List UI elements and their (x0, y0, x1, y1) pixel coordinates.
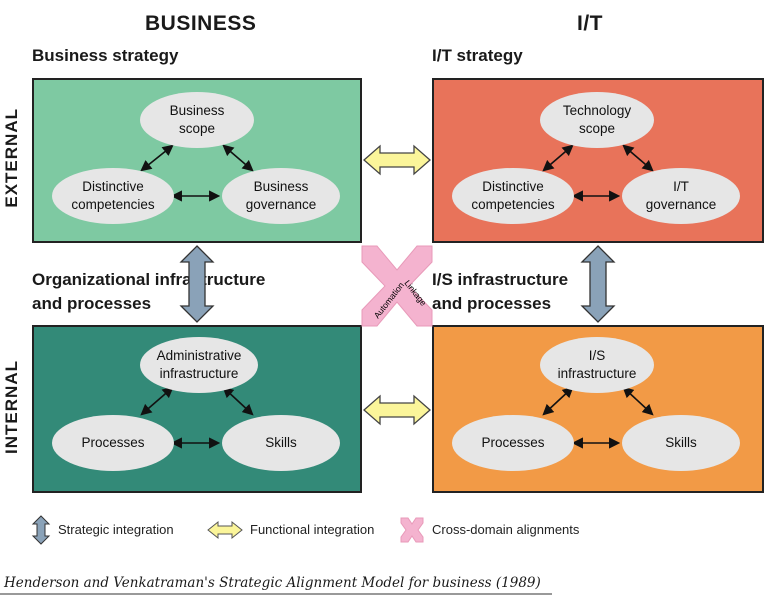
functional-arrow-external (363, 144, 431, 176)
is-arrow-scope-left (542, 386, 574, 416)
figure-caption: Henderson and Venkatraman's Strategic Al… (4, 575, 541, 591)
it-arrow-scope-left (542, 144, 574, 172)
legend-strategic-icon (31, 515, 51, 545)
org-processes-node: Processes (52, 415, 174, 471)
it-strategy-title: I/T strategy (432, 46, 523, 65)
is-arrow-scope-right (622, 386, 654, 416)
bs-arrow-scope-right (222, 144, 254, 172)
org-arrow-scope-right (222, 386, 254, 416)
legend-functional-icon (207, 520, 243, 540)
org-skills-node: Skills (222, 415, 340, 471)
is-skills-node: Skills (622, 415, 740, 471)
legend-strategic-label: Strategic integration (58, 522, 174, 537)
functional-arrow-internal (363, 394, 431, 426)
org-arrow-scope-left (140, 386, 174, 416)
it-distinctive-competencies-node: Distinctive competencies (452, 168, 574, 224)
business-column-header: BUSINESS (145, 12, 257, 35)
org-infrastructure-title: Organizational infrastructure and proces… (32, 270, 266, 313)
legend-cross-icon (400, 517, 424, 543)
it-column-header: I/T (577, 12, 603, 35)
administrative-infrastructure-node: Administrative infrastructure (140, 337, 258, 393)
business-strategy-title: Business strategy (32, 46, 179, 65)
is-infrastructure-node: I/S infrastructure (540, 337, 654, 393)
legend-functional-label: Functional integration (250, 522, 375, 537)
it-arrow-scope-right (622, 144, 654, 172)
business-scope-node: Business scope (140, 92, 254, 148)
bs-arrow-scope-left (140, 144, 174, 172)
strategic-arrow-it (580, 245, 616, 323)
it-governance-node: I/T governance (622, 168, 740, 224)
strategic-arrow-business (179, 245, 215, 323)
legend-cross-label: Cross-domain alignments (432, 522, 580, 537)
technology-scope-node: Technology scope (540, 92, 654, 148)
cross-domain-arrows (361, 245, 433, 327)
bs-distinctive-competencies-node: Distinctive competencies (52, 168, 174, 224)
is-infrastructure-title: I/S infrastructure and processes (432, 270, 569, 313)
is-processes-node: Processes (452, 415, 574, 471)
business-governance-node: Business governance (222, 168, 340, 224)
